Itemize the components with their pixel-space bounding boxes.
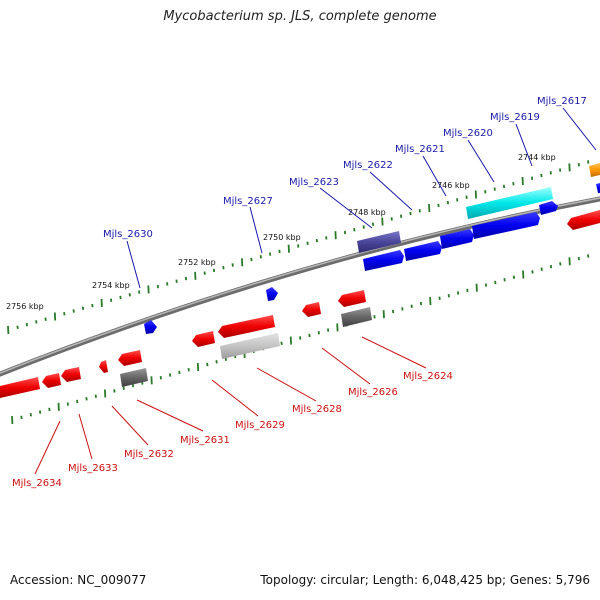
gene-feature[interactable] (61, 367, 81, 382)
tick-label: 2744 kbp (518, 153, 556, 162)
gene-label: Mjls_2633 (68, 463, 118, 474)
callout-line (256, 367, 317, 402)
callout-line (562, 107, 597, 151)
gene-feature[interactable] (192, 331, 215, 347)
gene-feature[interactable] (363, 250, 404, 271)
gene-label: Mjls_2624 (403, 371, 453, 382)
gene-feature[interactable] (357, 231, 401, 253)
gene-label: Mjls_2631 (180, 435, 230, 446)
gene-feature[interactable] (567, 210, 600, 230)
gene-feature[interactable] (99, 360, 108, 373)
callout-line (467, 139, 495, 183)
gene-label: Mjls_2620 (443, 128, 493, 139)
callout-line (211, 379, 259, 417)
gene-label: Mjls_2628 (292, 404, 342, 415)
gene-feature[interactable] (302, 302, 321, 317)
gene-label: Mjls_2629 (235, 420, 285, 431)
callout-line (321, 347, 371, 385)
callout-line (361, 336, 427, 369)
gene-label: Mjls_2632 (124, 449, 174, 460)
gene-feature[interactable] (589, 163, 600, 177)
gene-feature[interactable] (218, 315, 275, 338)
callout-line (515, 123, 533, 167)
gene-feature[interactable] (341, 307, 372, 327)
gene-label: Mjls_2634 (12, 478, 62, 489)
callout-line (111, 405, 149, 446)
gene-feature[interactable] (338, 290, 366, 307)
tick-label: 2756 kbp (6, 302, 44, 311)
gene-label: Mjls_2626 (348, 387, 398, 398)
gene-label: Mjls_2630 (103, 229, 153, 240)
gene-label: Mjls_2617 (537, 96, 587, 107)
tick-label: 2748 kbp (348, 208, 386, 217)
gene-feature[interactable] (42, 373, 61, 388)
gene-feature[interactable] (596, 183, 600, 193)
tick-track-upper (7, 160, 590, 335)
callout-line (422, 155, 447, 197)
gene-feature[interactable] (118, 350, 142, 366)
gene-feature[interactable] (120, 368, 148, 387)
gene-label: Mjls_2622 (343, 160, 393, 171)
gene-label: Mjls_2623 (289, 177, 339, 188)
gene-label: Mjls_2621 (395, 144, 445, 155)
tick-label: 2750 kbp (263, 233, 301, 242)
gene-feature[interactable] (220, 333, 280, 359)
tick-label: 2746 kbp (432, 181, 470, 190)
gene-feature[interactable] (466, 187, 553, 219)
callout-line (136, 399, 204, 432)
gene-feature[interactable] (144, 320, 157, 334)
callout-line (319, 187, 373, 229)
callout-line (34, 420, 61, 475)
callout-line (249, 206, 263, 254)
gene-label: Mjls_2627 (223, 196, 273, 207)
genome-backbone-highlight (0, 197, 600, 374)
gene-feature[interactable] (440, 229, 474, 249)
gene-label: Mjls_2619 (490, 112, 540, 123)
gene-feature[interactable] (0, 377, 40, 398)
callout-line (369, 171, 413, 211)
callout-line (126, 240, 141, 289)
accession-text: Accession: NC_009077 (10, 573, 147, 587)
gene-feature[interactable] (266, 287, 278, 301)
gene-feature[interactable] (472, 212, 540, 239)
tick-label: 2752 kbp (178, 258, 216, 267)
tick-label: 2754 kbp (92, 281, 130, 290)
callout-line (78, 413, 93, 460)
genome-backbone (0, 196, 600, 377)
genome-summary: Topology: circular; Length: 6,048,425 bp… (260, 573, 590, 587)
gene-feature[interactable] (404, 241, 442, 261)
map-title: Mycobacterium sp. JLS, complete genome (163, 9, 437, 24)
gene-feature[interactable] (539, 201, 558, 215)
